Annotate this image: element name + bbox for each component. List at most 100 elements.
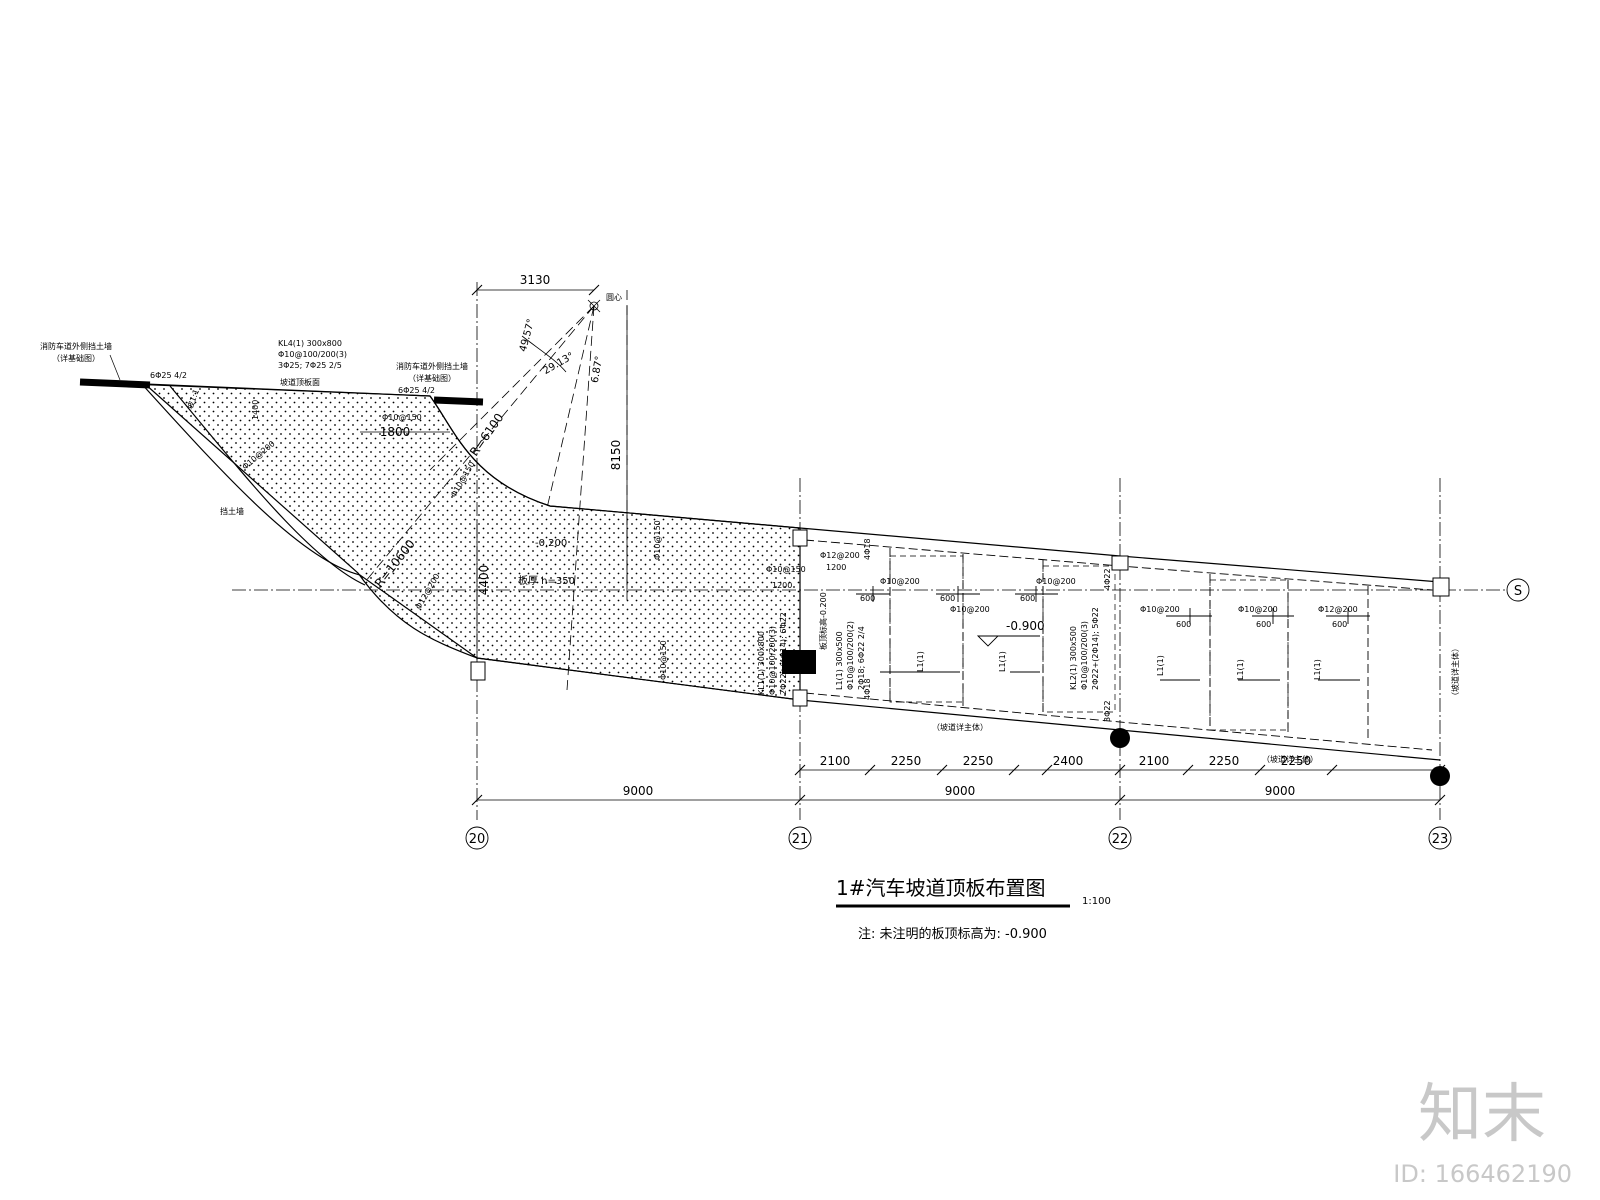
fire-wall-left-segment (79, 378, 151, 389)
dim-sub-7: 2250 (1281, 754, 1312, 768)
label-ramp-slab: 坡道顶板面 (280, 377, 320, 387)
axis-bubbles: 20 21 22 23 S (465, 578, 1530, 850)
axis-label-22: 22 (1112, 832, 1129, 847)
axis-bubble-20: 20 (465, 826, 489, 850)
axis-bubble-22: 22 (1108, 826, 1132, 850)
label-rebar-21-left: Φ10@150 (766, 565, 806, 574)
label-4418-top: 4Φ18 (863, 538, 872, 560)
label-4422: 4Φ22 (1103, 568, 1112, 590)
column-23-top (1432, 577, 1450, 597)
radius-line-right (546, 305, 595, 509)
axis-label-S: S (1514, 584, 1522, 599)
dim-1800: 1800 (380, 425, 411, 439)
hatched-ramp-slab (143, 383, 801, 701)
label-rebar-150-low: Φ10@150 (659, 640, 668, 680)
axis-label-23: 23 (1432, 832, 1449, 847)
label-ramp-main: （坡道详主体） (932, 722, 988, 732)
retaining-wall-leader (109, 354, 121, 381)
label-fire-wall-right-note: （详基础图） (408, 373, 456, 383)
rebar-marks (856, 586, 1370, 681)
label-l1-main-2: Φ10@100/200(2) (846, 621, 855, 690)
dim-bay-2: 9000 (945, 784, 976, 798)
dim-top-offset: 3130 (520, 273, 551, 287)
columns (470, 529, 1450, 707)
axis-label-21: 21 (792, 832, 809, 847)
label-1200-left: 1200 (772, 581, 792, 590)
watermark-logo: 知末 (1418, 1078, 1546, 1152)
column-20 (470, 661, 486, 681)
label-l1-bay5: L1(1) (1313, 659, 1322, 680)
label-rebar-bay6: Φ12@200 (1318, 605, 1358, 614)
dim-4400: 4400 (477, 565, 491, 596)
label-fire-wall-right: 消防车道外侧挡土墙 (396, 361, 468, 371)
label-kl4-3: 3Φ25; 7Φ25 2/5 (278, 361, 342, 370)
column-22-round (1110, 728, 1130, 748)
label-kl4-2: Φ10@100/200(3) (278, 350, 347, 359)
label-600-f: 600 (1332, 620, 1347, 629)
radius-line-6100 (429, 305, 595, 471)
label-l1-bay1: L1(1) (916, 651, 925, 672)
label-side-note: （坡道详主体） (1450, 644, 1460, 700)
dim-radius-inner: R=6100 (467, 411, 507, 459)
label-1400: 1400 (251, 400, 260, 420)
label-l1-bay2: L1(1) (998, 651, 1007, 672)
axis-bubble-23: 23 (1428, 826, 1452, 850)
label-rebar-21-top: Φ12@200 (820, 551, 860, 560)
circle-center-mark (589, 301, 599, 311)
label-rebar-150-top: Φ10@150 (382, 413, 422, 422)
label-600-d: 600 (1176, 620, 1191, 629)
label-kl4-1: KL4(1) 300x800 (278, 339, 342, 348)
beam-line-bottom (804, 692, 1433, 751)
label-600-a: 600 (860, 594, 875, 603)
label-rebar-top-right: 6Φ25 4/2 (398, 386, 435, 395)
label-rebar-bay4: Φ10@200 (1140, 605, 1180, 614)
label-600-c: 600 (1020, 594, 1035, 603)
axis-label-20: 20 (469, 832, 486, 847)
axis-bubble-21: 21 (788, 826, 812, 850)
radius-line-mid (566, 305, 595, 691)
label-l1-main-1: L1(1) 300x500 (835, 631, 844, 690)
label-retaining-wall: 挡土墙 (220, 506, 244, 516)
beam-l1-stub (782, 650, 816, 674)
label-kl1-2: Φ10@100/200(3) (768, 626, 777, 695)
right-bays-frame (804, 539, 1433, 751)
label-rebar-bay5: Φ10@200 (1238, 605, 1278, 614)
label-l1-bay4: L1(1) (1236, 659, 1245, 680)
label-1200-top: 1200 (826, 563, 846, 572)
dim-sub-5: 2100 (1139, 754, 1170, 768)
inner-wall-line (169, 385, 366, 586)
outer-retaining-wall-edge (139, 381, 1441, 761)
dim-sub-2: 2250 (891, 754, 922, 768)
dim-height: 8150 (609, 440, 623, 471)
dim-sub-3: 2250 (963, 754, 994, 768)
label-600-b: 600 (940, 594, 955, 603)
label-3422: 3Φ22 (1103, 700, 1112, 722)
dim-angle-3: 6.87° (590, 355, 606, 384)
dim-sub-1: 2100 (820, 754, 851, 768)
label-slab-thickness: 板厚 h=350 (518, 574, 575, 587)
label-rebar-bay1: Φ10@200 (880, 577, 920, 586)
label-l1-bay3: L1(1) (1156, 655, 1165, 676)
label-circle-center: 圆心 (606, 293, 622, 302)
label-fire-wall-left-note: （详基础图） (52, 353, 100, 363)
column-21-top (792, 529, 808, 547)
angle-arc (521, 335, 567, 373)
dimension-ticks (471, 284, 1446, 806)
label-l1-main-3: 2Φ18; 6Φ22 2/4 (857, 626, 866, 690)
label-600-e: 600 (1256, 620, 1271, 629)
label-ramp-main-2: （坡道详主体） (1262, 754, 1318, 764)
axis-bubble-S: S (1506, 578, 1530, 602)
dim-sub-6: 2250 (1209, 754, 1240, 768)
label-rebar-bay3: Φ10@200 (1036, 577, 1076, 586)
circle-center-cross-b (587, 299, 601, 313)
drawing-note: 注: 未注明的板顶标高为: -0.900 (858, 926, 1047, 942)
label-elev-09: -0.900 (1006, 619, 1045, 633)
label-elev-02: -0.200 (535, 538, 567, 549)
dim-angle-1: 49.57° (518, 318, 537, 353)
label-kl2-1: KL2(1) 300x500 (1069, 626, 1078, 690)
label-rebar-top-left: 6Φ25 4/2 (150, 371, 187, 380)
label-kl1-3: 2Φ22+(4Φ14); 6Φ22 (779, 612, 788, 695)
label-rebar-150-right: Φ10@150 (653, 520, 662, 560)
inner-curve-edge (429, 395, 1441, 583)
